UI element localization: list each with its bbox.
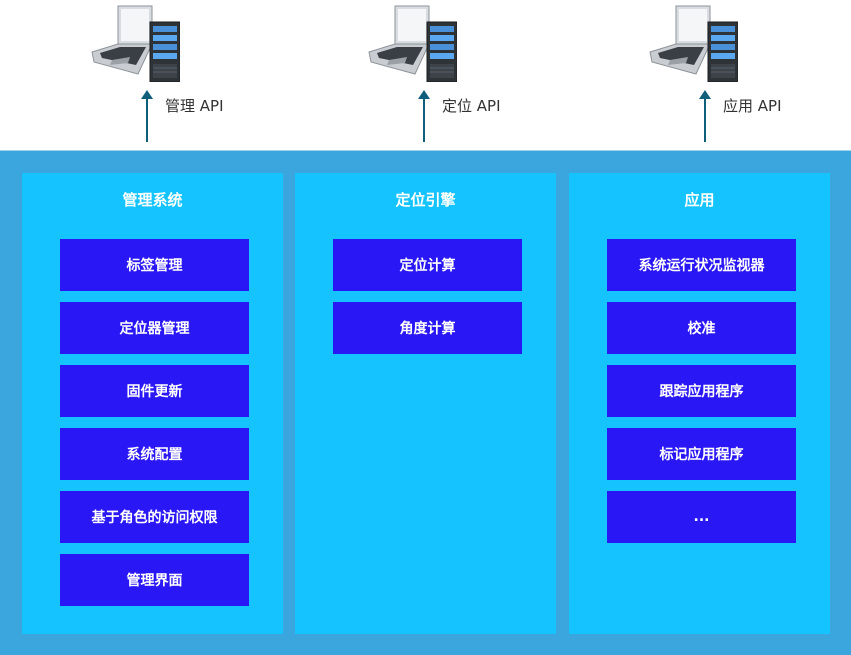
module-box: 跟踪应用程序 [607, 365, 796, 417]
module-box: 固件更新 [60, 365, 249, 417]
panel-positioning-engine: 定位引擎 定位计算 角度计算 [295, 173, 556, 634]
module-box: 角度计算 [333, 302, 522, 354]
module-box: 定位计算 [333, 239, 522, 291]
module-box: 基于角色的访问权限 [60, 491, 249, 543]
module-box: 校准 [607, 302, 796, 354]
laptop-server-icon [91, 5, 180, 82]
api-management: 管理 API [90, 0, 290, 150]
panel-title: 管理系统 [122, 191, 183, 209]
module-box: 系统配置 [60, 428, 249, 480]
module-box: ... [607, 491, 796, 543]
module-box: 标记应用程序 [607, 428, 796, 480]
api-label: 定位 API [442, 97, 501, 115]
module-box: 系统运行状况监视器 [607, 239, 796, 291]
laptop-server-icon [649, 5, 738, 82]
arrow-up-icon [141, 90, 153, 142]
api-application: 应用 API [648, 0, 848, 150]
panel-title: 定位引擎 [395, 191, 456, 209]
panel-management-system: 管理系统 标签管理 定位器管理 固件更新 系统配置 基于角色的访问权限 管理界面 [22, 173, 283, 634]
api-label: 管理 API [165, 97, 224, 115]
laptop-server-icon [368, 5, 457, 82]
arrow-up-icon [418, 90, 430, 142]
api-label: 应用 API [723, 97, 782, 115]
arrow-up-icon [699, 90, 711, 142]
panel-title: 应用 [684, 191, 715, 209]
module-box: 标签管理 [60, 239, 249, 291]
module-box: 管理界面 [60, 554, 249, 606]
api-positioning: 定位 API [367, 0, 567, 150]
module-box: 定位器管理 [60, 302, 249, 354]
system-band: 管理系统 标签管理 定位器管理 固件更新 系统配置 基于角色的访问权限 管理界面… [0, 150, 851, 655]
panel-applications: 应用 系统运行状况监视器 校准 跟踪应用程序 标记应用程序 ... [569, 173, 830, 634]
